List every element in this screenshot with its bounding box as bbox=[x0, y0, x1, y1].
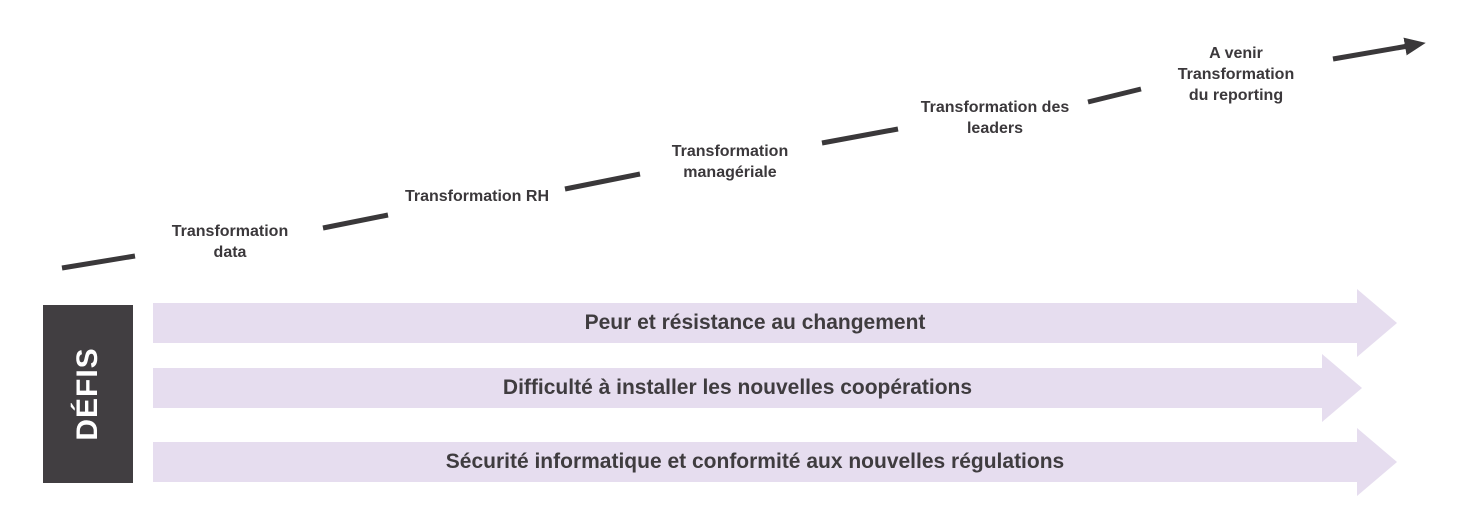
challenge-arrow-fear-resistance: Peur et résistance au changement bbox=[153, 289, 1397, 357]
step-label-a-venir-transformation-du-reporting: A venir Transformation du reporting bbox=[1178, 43, 1294, 106]
step-line-1 bbox=[61, 253, 136, 271]
step-line-2 bbox=[322, 212, 389, 231]
step-label-line: data bbox=[213, 244, 247, 261]
future-arrow-line bbox=[1332, 37, 1426, 62]
step-line-5 bbox=[1087, 86, 1142, 105]
step-label-line: Transformation des bbox=[920, 99, 1070, 116]
step-line-4 bbox=[821, 126, 899, 146]
challenge-arrow-body: Peur et résistance au changement bbox=[153, 303, 1357, 343]
challenge-label: Peur et résistance au changement bbox=[584, 311, 926, 334]
step-label-line: Transformation bbox=[171, 223, 289, 240]
step-label-line: Transformation bbox=[671, 143, 789, 160]
challenge-arrowhead-shape bbox=[1322, 354, 1362, 422]
challenge-arrowhead-shape bbox=[1357, 428, 1397, 496]
step-label-transformation-des-leaders: Transformation des leaders bbox=[921, 97, 1069, 139]
challenge-arrow-body: Sécurité informatique et conformité aux … bbox=[153, 442, 1357, 482]
challenge-arrowhead-shape bbox=[1357, 289, 1397, 357]
challenge-label: Difficulté à installer les nouvelles coo… bbox=[502, 376, 973, 399]
step-label-line: leaders bbox=[966, 120, 1024, 137]
challenge-arrow-security-compliance: Sécurité informatique et conformité aux … bbox=[153, 428, 1397, 496]
challenge-arrow-cooperations: Difficulté à installer les nouvelles coo… bbox=[153, 354, 1362, 422]
step-label-line: Transformation RH bbox=[404, 188, 550, 205]
challenge-label: Sécurité informatique et conformité aux … bbox=[445, 450, 1065, 473]
step-label-line: Transformation bbox=[1177, 66, 1295, 83]
step-label-transformation-data: Transformation data bbox=[172, 221, 288, 263]
step-label-transformation-rh: Transformation RH bbox=[405, 186, 549, 207]
step-label-line: managériale bbox=[683, 164, 777, 181]
step-label-line: A venir bbox=[1209, 45, 1263, 62]
defis-label: DÉFIS bbox=[71, 347, 104, 441]
step-label-transformation-manageriale: Transformation managériale bbox=[672, 141, 788, 183]
step-line-3 bbox=[564, 171, 641, 192]
step-label-line: du reporting bbox=[1188, 87, 1284, 104]
defis-box: DÉFIS bbox=[43, 305, 133, 483]
challenge-arrow-body: Difficulté à installer les nouvelles coo… bbox=[153, 368, 1322, 408]
